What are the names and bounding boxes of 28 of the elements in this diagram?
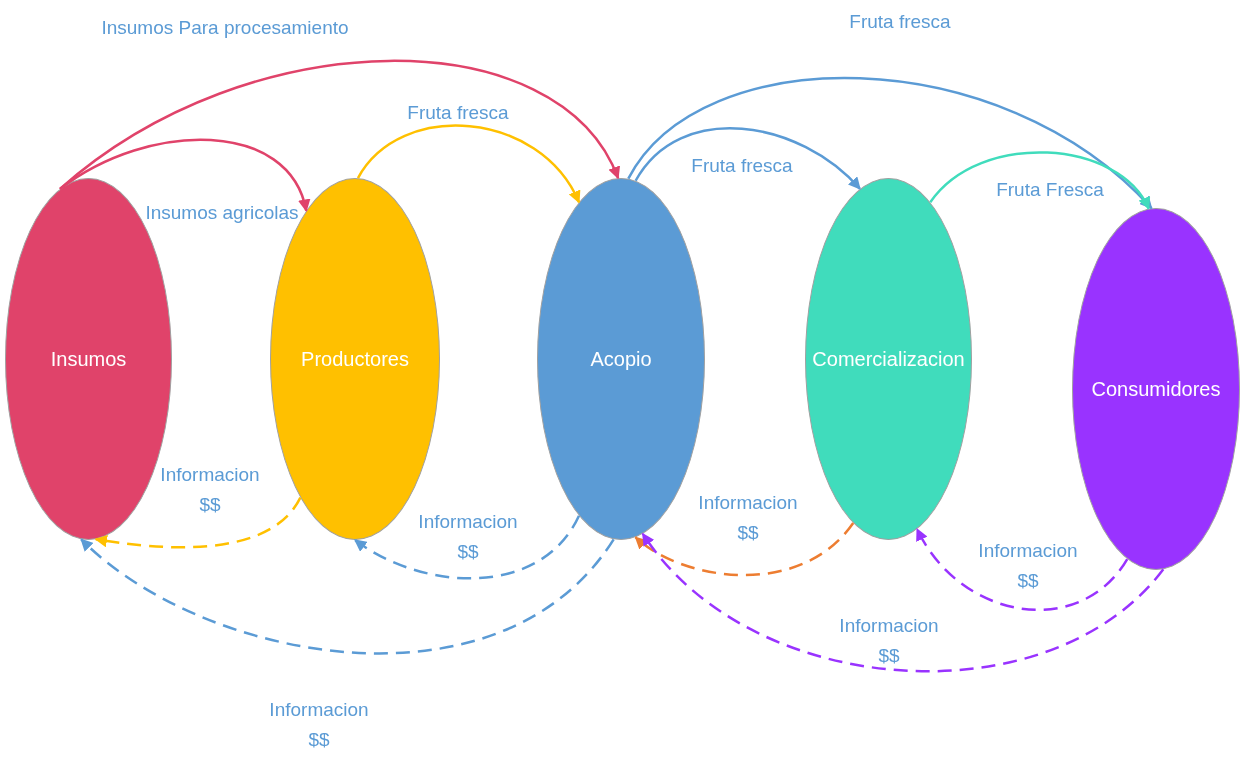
edge-label: Insumos agricolas [145, 201, 299, 225]
edge-label: Fruta fresca [849, 10, 951, 34]
arrow [929, 151, 1150, 210]
dashed-arrow [80, 538, 615, 655]
edge-label: Fruta fresca [691, 154, 793, 178]
edge-label: Informacion $$ [417, 510, 519, 564]
edge-label: Informacion $$ [838, 614, 940, 668]
arrow [59, 138, 309, 212]
edge-label: Insumos Para procesamiento [101, 16, 349, 40]
node-label: Acopio [590, 346, 652, 372]
arrow [356, 124, 581, 204]
dashed-arrow [634, 522, 855, 577]
dashed-arrow [94, 496, 302, 549]
dashed-arrow [915, 528, 1129, 612]
node-label: Insumos [50, 346, 127, 372]
edge-label: Informacion $$ [977, 539, 1079, 593]
edge-label: Informacion $$ [697, 491, 799, 545]
node-label: Productores [301, 346, 409, 372]
dashed-arrow [353, 515, 581, 580]
node-label: Comercializacion [812, 346, 965, 372]
edge-label: Fruta fresca [407, 101, 509, 125]
edge-label: Informacion $$ [268, 698, 370, 752]
node-label: Consumidores [1091, 376, 1221, 402]
arrow [634, 127, 861, 190]
dashed-arrow [641, 532, 1165, 672]
arrow [627, 77, 1153, 210]
edge-label: Informacion $$ [159, 463, 261, 517]
edge-label: Fruta Fresca [996, 178, 1104, 202]
